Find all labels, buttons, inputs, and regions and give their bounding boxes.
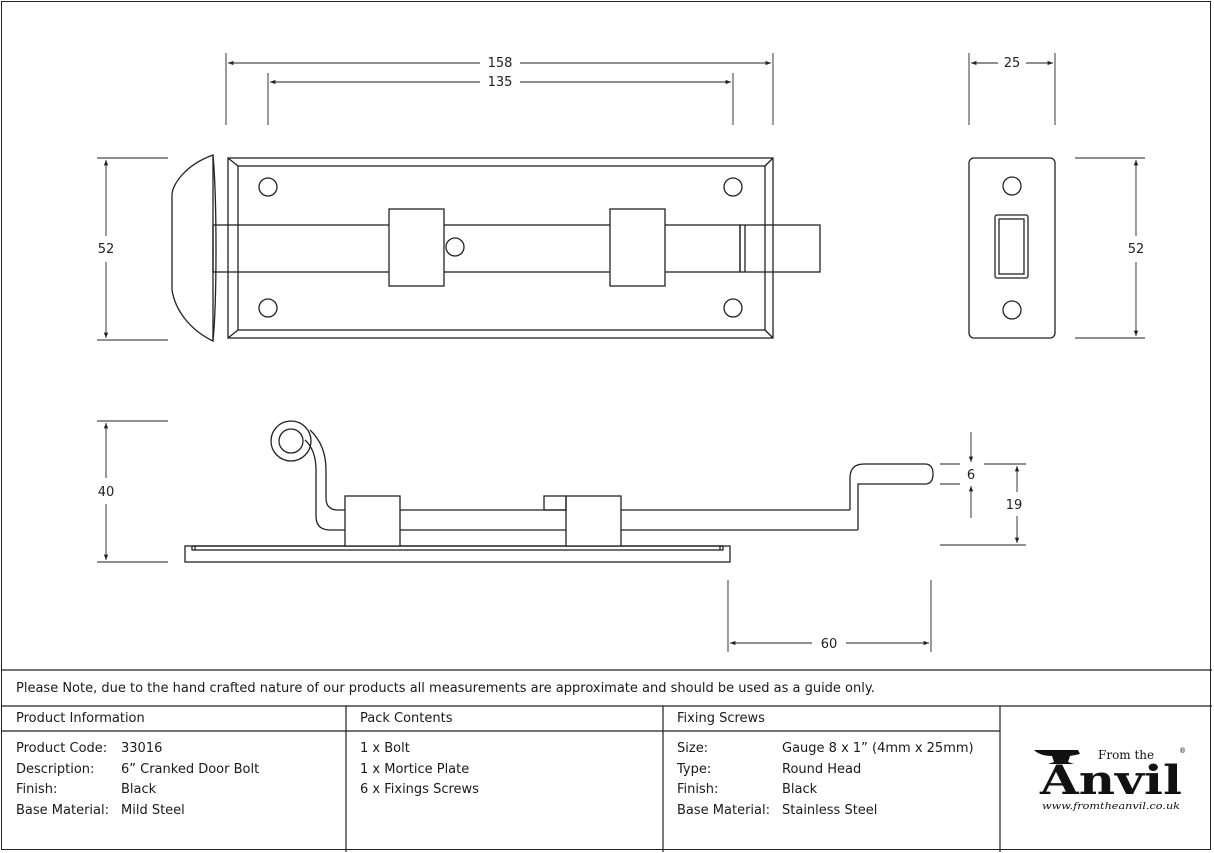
bolt-side-view <box>184 420 934 563</box>
table-row: Description: 6” Cranked Door Bolt <box>16 760 336 781</box>
base-material-value: Mild Steel <box>121 802 185 818</box>
base-material-label: Base Material: <box>16 802 109 818</box>
table-row: Base Material: Mild Steel <box>16 801 336 822</box>
screw-finish-value: Black <box>782 782 818 797</box>
screw-material-value: Stainless Steel <box>782 802 878 818</box>
screw-type-value: Round Head <box>782 761 862 777</box>
fixing-screws-title: Fixing Screws <box>677 711 765 726</box>
list-item: 1 x Bolt <box>360 741 410 756</box>
product-code-value: 33016 <box>121 741 163 756</box>
table-row: Type: Round Head <box>677 760 992 781</box>
logo-from-the: From the <box>1098 748 1154 762</box>
product-code-label: Product Code: <box>16 741 108 756</box>
fixing-screws-rows: Size: Gauge 8 x 1” (4mm x 25mm) Type: Roun… <box>677 739 992 821</box>
dim-side-height: 40 <box>98 485 115 500</box>
dim-crank-length: 60 <box>821 637 838 652</box>
description-label: Description: <box>16 761 95 777</box>
screw-size-value: Gauge 8 x 1” (4mm x 25mm) <box>782 741 974 756</box>
list-item: 1 x Mortice Plate <box>360 761 470 777</box>
from-the-anvil-logo: From the ® Anvil www.fromtheanvil.co.uk <box>1034 747 1186 812</box>
dim-keep-height: 52 <box>1128 242 1145 257</box>
dim-keep-width: 25 <box>1004 56 1021 71</box>
table-row: Finish: Black <box>16 780 336 801</box>
finish-label: Finish: <box>16 782 58 797</box>
dim-crank-height: 19 <box>1006 498 1023 513</box>
table-row: Product Code: 33016 <box>16 739 336 760</box>
pack-contents-list: 1 x Bolt 1 x Mortice Plate 6 x Fixings S… <box>360 739 650 801</box>
list-item: 6 x Fixings Screws <box>360 782 479 797</box>
logo-brand: Anvil <box>1039 757 1182 804</box>
screw-type-label: Type: <box>677 761 712 777</box>
keep-plate-view <box>968 157 1056 339</box>
dim-hole-spacing: 135 <box>488 75 513 90</box>
product-info-title: Product Information <box>16 711 145 726</box>
product-info-rows: Product Code: 33016 Description: 6” Cranke… <box>16 739 336 821</box>
finish-value: Black <box>121 782 157 797</box>
logo-url: www.fromtheanvil.co.uk <box>1042 801 1180 812</box>
disclaimer-note: Please Note, due to the hand crafted nat… <box>16 681 875 696</box>
table-row: Size: Gauge 8 x 1” (4mm x 25mm) <box>677 739 992 760</box>
info-table-grid <box>1 669 1212 852</box>
screw-size-label: Size: <box>677 741 709 756</box>
pack-contents-title: Pack Contents <box>360 711 453 726</box>
dim-crank-thickness: 6 <box>967 468 975 483</box>
description-value: 6” Cranked Door Bolt <box>121 761 260 777</box>
table-row: Finish: Black <box>677 780 992 801</box>
bolt-top-view <box>171 154 821 342</box>
dim-bolt-height: 52 <box>98 242 115 257</box>
logo-registered: ® <box>1179 747 1186 755</box>
dim-overall-length: 158 <box>488 56 513 71</box>
table-row: Base Material: Stainless Steel <box>677 801 992 822</box>
screw-material-label: Base Material: <box>677 802 770 818</box>
screw-finish-label: Finish: <box>677 782 719 797</box>
dimension-lines <box>97 53 1145 652</box>
